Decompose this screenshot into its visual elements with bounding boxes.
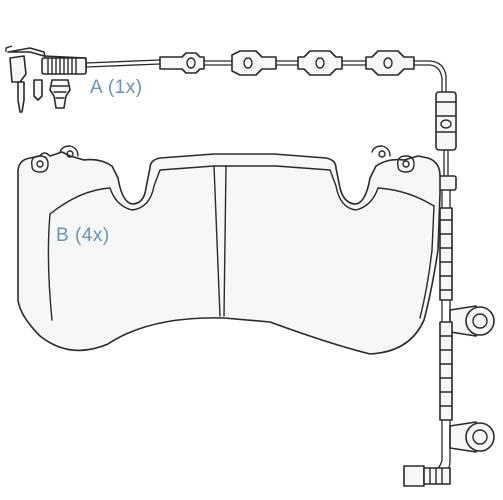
cable-clip	[159, 52, 205, 74]
part-a-label: A (1x)	[90, 77, 143, 98]
wear-sensor-cable	[85, 50, 495, 487]
cable-grommet	[435, 91, 457, 151]
wear-sensor-connector	[5, 45, 87, 113]
part-b-label: B (4x)	[56, 225, 110, 246]
sensor-tip	[403, 459, 451, 487]
cable-clip	[297, 50, 343, 76]
cable-clip	[231, 50, 277, 76]
brake-pad	[17, 145, 441, 355]
mounting-eye	[449, 421, 495, 453]
cable-clip	[365, 50, 415, 76]
mounting-eye	[449, 305, 495, 337]
